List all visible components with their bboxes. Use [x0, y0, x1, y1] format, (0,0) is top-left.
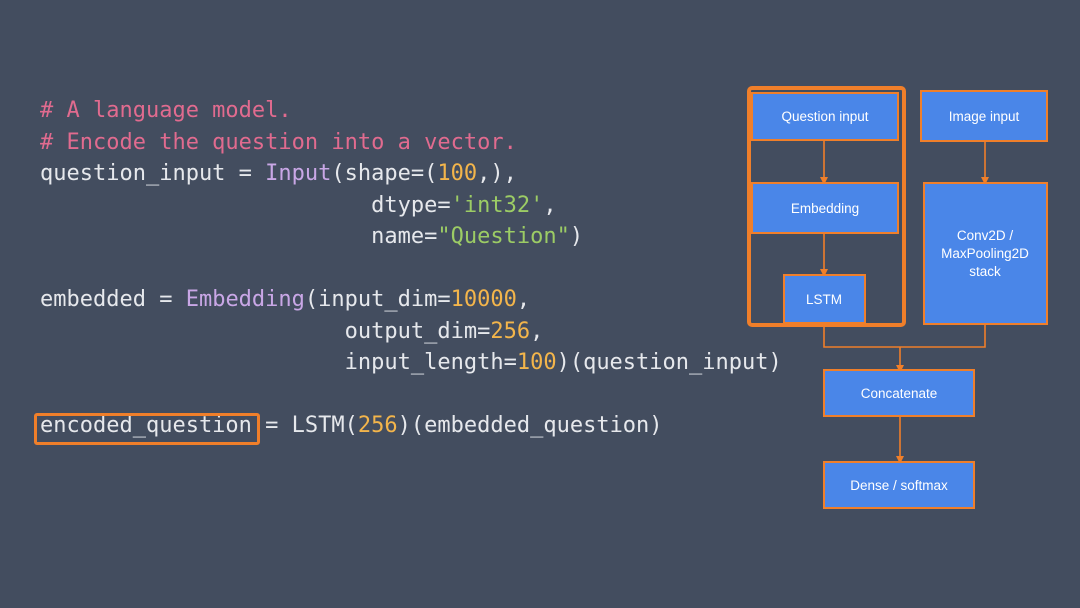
node-embedding [751, 182, 899, 234]
code-block: # A language model. # Encode the question… [40, 95, 782, 442]
code-text: question_input = [40, 161, 266, 186]
code-text: , [530, 318, 544, 344]
code-number: 100 [437, 161, 478, 186]
code-text: input_length= [344, 350, 517, 375]
code-text: embedded = [40, 287, 186, 312]
code-text: )(question_input) [556, 350, 782, 375]
code-string: 'int32' [450, 192, 544, 218]
code-line-7: embedded = Embedding(input_dim=10000, [40, 284, 782, 316]
node-dense-softmax [823, 461, 975, 509]
code-string: "Question" [437, 224, 570, 249]
label-image-input: Image input [949, 109, 1020, 124]
label-conv-line2: MaxPooling2D [941, 246, 1029, 261]
code-line-9: input_length=100)(question_input) [40, 347, 782, 379]
code-text: name= [371, 224, 438, 249]
label-conv-line3: stack [969, 264, 1001, 279]
code-text: ) [569, 224, 584, 249]
code-text: = LSTM( [251, 413, 358, 438]
label-embedding: Embedding [791, 201, 859, 216]
node-image-input [920, 90, 1048, 142]
node-concatenate [823, 369, 975, 417]
code-line-5: name="Question") [40, 221, 782, 253]
code-text: )(embedded_question) [397, 413, 663, 438]
node-question-input [751, 92, 899, 141]
code-comment: # Encode the question into a vector. [40, 129, 517, 155]
label-concatenate: Concatenate [861, 386, 938, 401]
code-number: 10000 [450, 287, 517, 312]
node-conv-stack [923, 182, 1048, 325]
code-text: (shape=( [331, 161, 438, 186]
edge-conv-merge [900, 324, 986, 348]
code-variable-highlighted: encoded_question [40, 413, 252, 438]
edge-lstm-merge [823, 323, 900, 348]
code-text: , [543, 192, 557, 218]
question-branch-highlight [747, 86, 906, 327]
code-text: output_dim= [344, 318, 491, 344]
code-highlight-box [34, 413, 260, 445]
label-dense-softmax: Dense / softmax [850, 478, 948, 493]
code-text: ,), [477, 161, 517, 186]
code-comment: # A language model. [40, 98, 292, 123]
code-function: Embedding [185, 287, 305, 312]
node-lstm [783, 274, 866, 324]
code-number: 256 [490, 318, 531, 344]
code-line-3: question_input = Input(shape=(100,), [40, 158, 782, 190]
code-line-2: # Encode the question into a vector. [40, 127, 782, 159]
code-number: 256 [357, 413, 398, 438]
code-text: (input_dim= [304, 287, 451, 312]
code-text: dtype= [371, 192, 451, 218]
code-line-1: # A language model. [40, 95, 782, 127]
code-function: Input [265, 161, 332, 186]
code-line-8: output_dim=256, [40, 316, 782, 348]
code-text: , [516, 287, 531, 312]
label-conv-line1: Conv2D / [957, 228, 1014, 243]
code-number: 100 [516, 350, 557, 375]
label-lstm: LSTM [806, 292, 842, 307]
label-question-input: Question input [781, 109, 868, 124]
code-line-4: dtype='int32', [40, 190, 782, 222]
code-line-11: encoded_question = LSTM(256)(embedded_qu… [40, 410, 782, 442]
